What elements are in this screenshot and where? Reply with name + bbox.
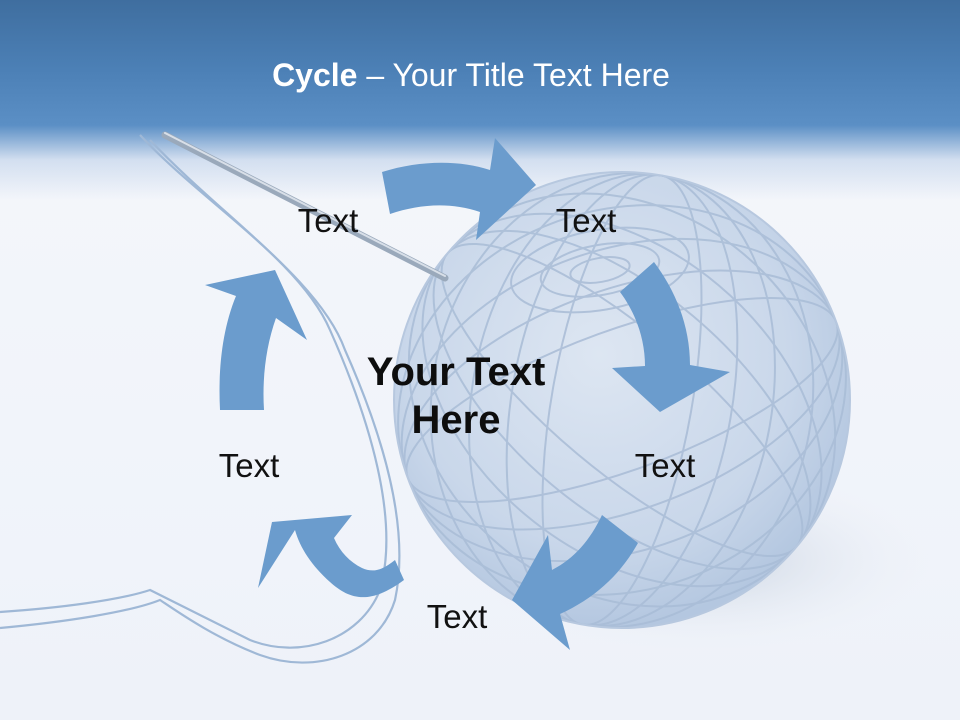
center-text-line2: Here bbox=[411, 398, 501, 442]
cycle-label-right: Text bbox=[634, 447, 696, 484]
center-text-line1: Your Text bbox=[366, 350, 546, 394]
needle bbox=[161, 131, 449, 282]
cycle-label-left: Text bbox=[218, 447, 280, 484]
cycle-label-top-right: Text bbox=[555, 202, 617, 239]
arrow-top bbox=[382, 138, 536, 240]
thread bbox=[0, 134, 401, 664]
slide-title-rest: – Your Title Text Here bbox=[357, 57, 670, 93]
arrow-bottom-right bbox=[512, 515, 638, 650]
cycle-arrows bbox=[205, 138, 730, 650]
slide-title: Cycle – Your Title Text Here bbox=[0, 52, 942, 98]
cycle-label-top-left: Text bbox=[297, 202, 359, 239]
slide-title-bold: Cycle bbox=[272, 57, 358, 93]
arrow-left bbox=[205, 270, 307, 410]
center-text: Your Text Here bbox=[367, 348, 546, 444]
title-banner bbox=[0, 0, 960, 200]
arrow-right bbox=[612, 262, 730, 412]
arrow-bottom-left bbox=[258, 515, 404, 598]
cycle-label-bottom: Text bbox=[426, 598, 488, 635]
